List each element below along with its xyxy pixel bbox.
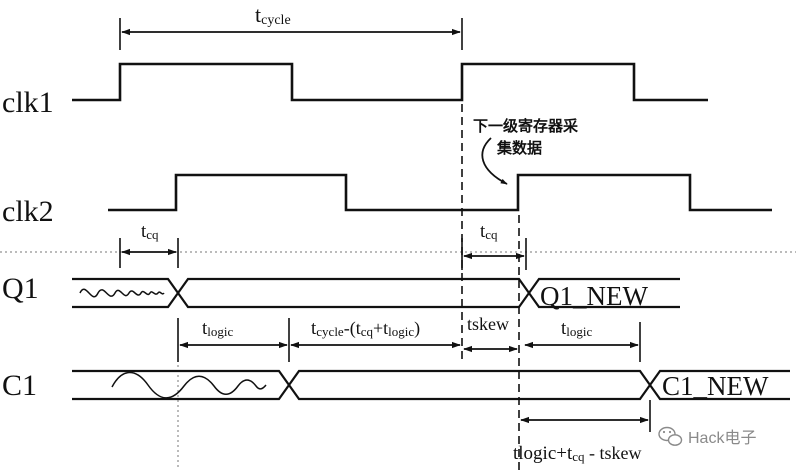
- tcq-q1-label: tcq: [480, 221, 498, 242]
- annotation-curved-arrow: [481, 137, 508, 185]
- tcycle-label: tcycle: [255, 2, 291, 28]
- clk2-label: clk2: [2, 195, 54, 228]
- annotation-line1: 下一级寄存器采: [473, 117, 579, 135]
- wechat-icon: [658, 426, 683, 446]
- watermark-text: Hack电子: [688, 429, 756, 447]
- q1-label: Q1: [2, 272, 39, 305]
- tlogic2-label: tlogic: [561, 318, 593, 339]
- slack-label: tcycle-(tcq+tlogic): [311, 318, 420, 339]
- clk1-label: clk1: [2, 86, 54, 119]
- clk1-waveform: [72, 62, 708, 102]
- tlogic-plus-tcq-minus-tskew-label: tlogic+tcq - tskew: [513, 443, 642, 464]
- c1-label: C1: [2, 369, 37, 402]
- annotation-background: [468, 114, 588, 160]
- tlogic1-label: tlogic: [202, 318, 234, 339]
- q1-new-label: Q1_NEW: [540, 281, 648, 311]
- tcq-clk-label: tcq: [141, 221, 159, 242]
- c1-unknown-data-wave: [111, 371, 267, 399]
- q1-bus-outline: [72, 277, 680, 309]
- q1-unknown-data-squiggle: [79, 288, 165, 298]
- c1-new-label: C1_NEW: [662, 371, 769, 401]
- clk2-waveform: [108, 173, 772, 212]
- tskew-label: tskew: [467, 314, 509, 334]
- c1-bus-outline: [72, 369, 790, 401]
- annotation-line2: 集数据: [496, 139, 542, 157]
